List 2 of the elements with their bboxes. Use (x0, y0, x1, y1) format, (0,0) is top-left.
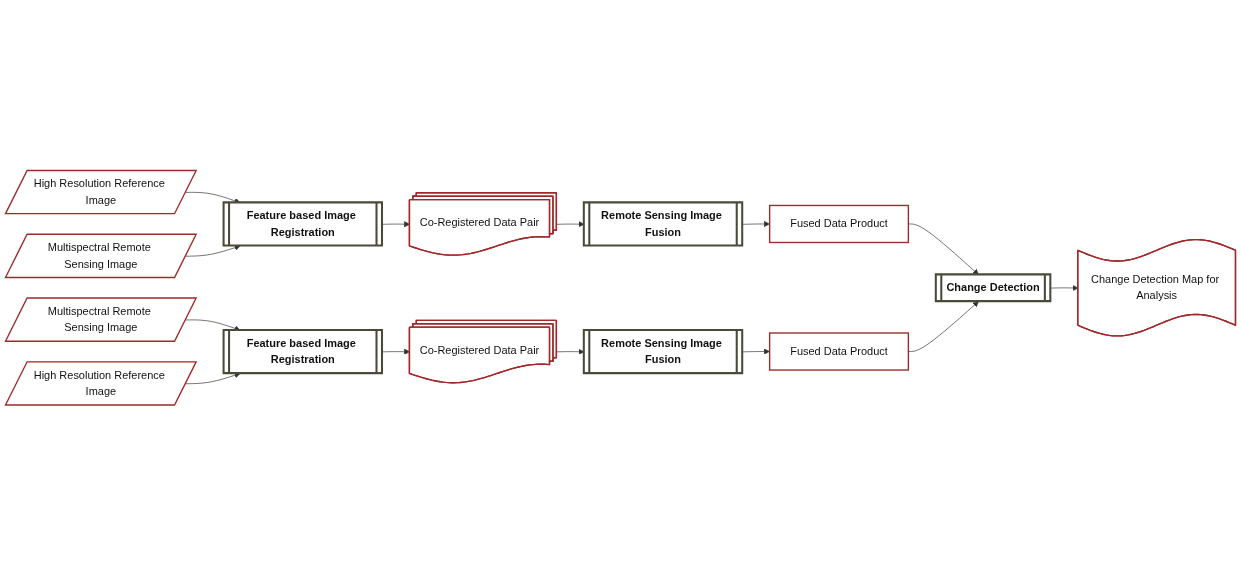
node-box: Fused Data Product (768, 332, 910, 371)
node-box: Fused Data Product (768, 204, 910, 243)
